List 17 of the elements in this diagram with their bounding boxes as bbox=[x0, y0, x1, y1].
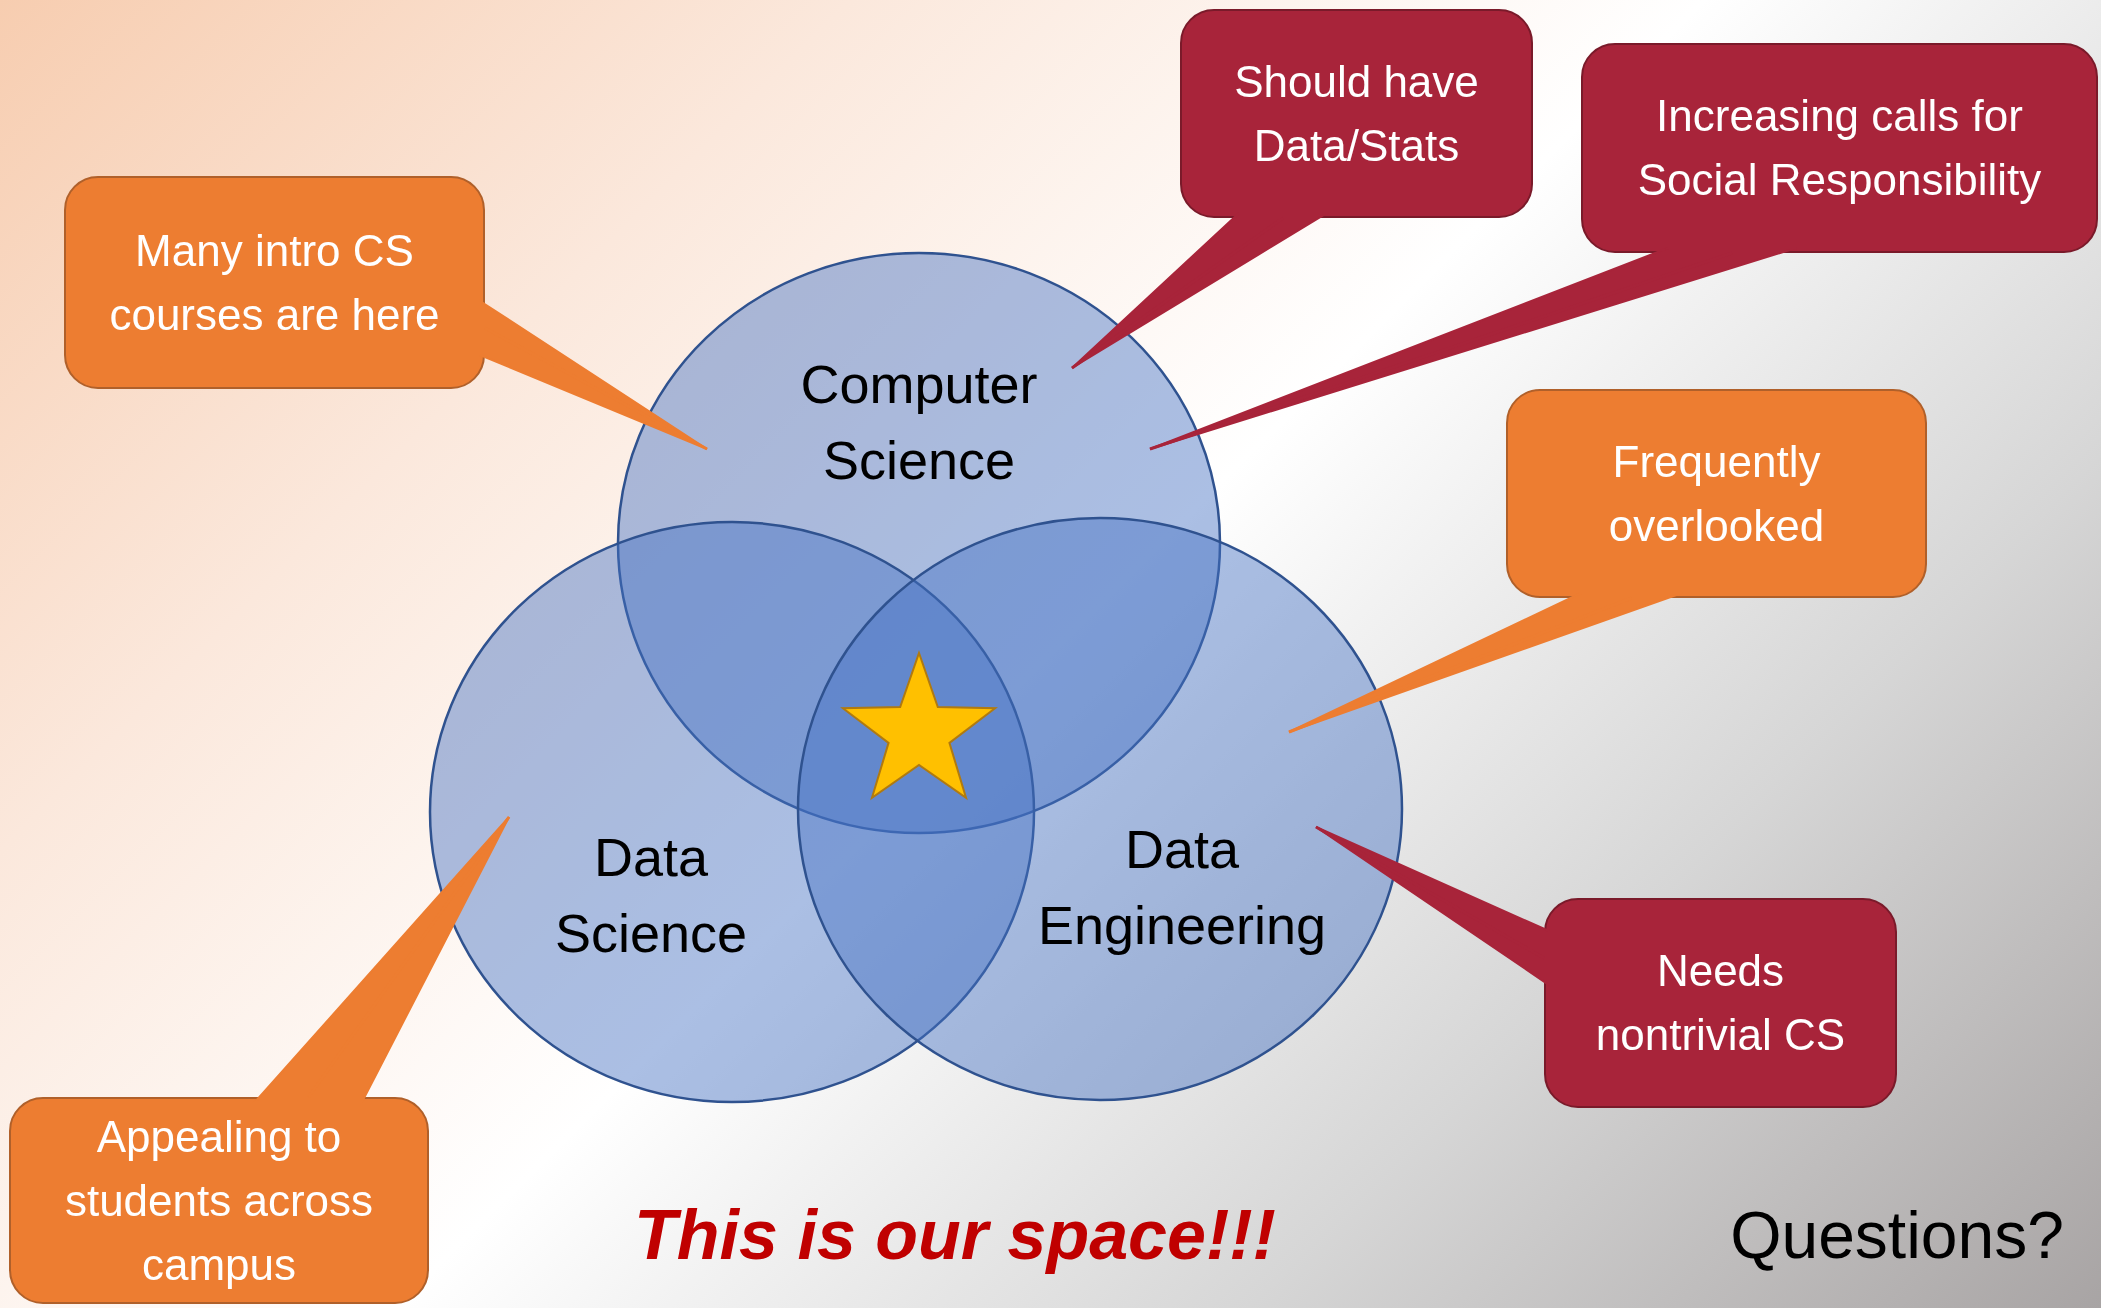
callout-box bbox=[64, 176, 485, 389]
callout-text: Frequently overlooked bbox=[1607, 435, 1826, 552]
callout-text: Many intro CS courses are here bbox=[108, 224, 441, 341]
circle-label: Computer Science bbox=[799, 353, 1039, 492]
questions-text: Questions? bbox=[1730, 1197, 2064, 1273]
callout-box bbox=[9, 1097, 429, 1304]
callout-box bbox=[1180, 9, 1533, 218]
circle-label: Data Science bbox=[553, 826, 749, 965]
callout-box bbox=[1506, 389, 1927, 598]
callout-text: Appealing to students across campus bbox=[63, 1110, 375, 1291]
circle-label: Data Engineering bbox=[1036, 818, 1328, 957]
callout-text: Needs nontrivial CS bbox=[1594, 945, 1847, 1061]
slogan-text: This is our space!!! bbox=[634, 1195, 1276, 1275]
callout-box bbox=[1544, 898, 1897, 1108]
callout-box bbox=[1581, 43, 2098, 253]
callout-text: Should have Data/Stats bbox=[1233, 55, 1480, 172]
callout-text: Increasing calls for Social Responsibility bbox=[1636, 90, 2043, 206]
